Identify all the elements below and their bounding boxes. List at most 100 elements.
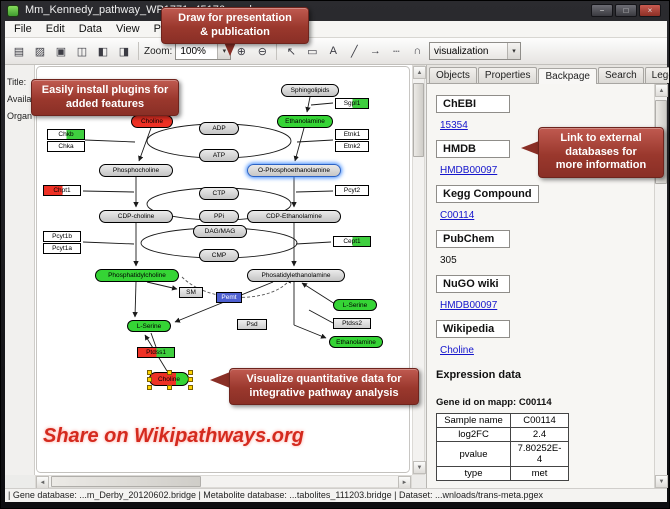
open-folder-icon[interactable]: ▨ [34,45,46,58]
selection-handle[interactable] [167,385,172,390]
node-chka[interactable]: Chka [47,141,85,152]
backpage-value-nugo-wiki[interactable]: HMDB00097 [440,300,498,311]
node-choline[interactable]: Choline [147,370,193,390]
node-l-serine[interactable]: L-Serine [127,320,171,332]
menu-edit[interactable]: Edit [45,23,65,35]
selection-handle[interactable] [188,385,193,390]
export-icon[interactable]: ◫ [76,45,88,58]
visualization-dropdown-arrow-icon[interactable]: ▾ [507,43,520,59]
node-psd[interactable]: Psd [237,319,267,330]
node-etnk1[interactable]: Etnk1 [335,129,369,140]
tab-backpage[interactable]: Backpage [538,68,597,84]
paste-icon[interactable]: ◨ [118,45,130,58]
node-chpt1[interactable]: Chpt1 [43,185,81,196]
node-ptdss1[interactable]: Ptdss1 [137,347,175,358]
scroll-down-icon[interactable]: ▼ [655,475,668,488]
node-ctp[interactable]: CTP [199,187,239,200]
gene-id-line: Gene id on mapp: C00114 [436,397,552,408]
node-cdp-choline[interactable]: CDP-choline [99,210,173,223]
status-bar: | Gene database: ...m_Derby_20120602.bri… [5,488,667,502]
node-sphingolipids[interactable]: Sphingolipids [281,84,339,97]
selection-handle[interactable] [188,370,193,375]
node-cept1[interactable]: Cept1 [333,236,371,247]
tab-legend[interactable]: Legend [644,67,669,83]
node-etnk2[interactable]: Etnk2 [335,141,369,152]
tab-properties[interactable]: Properties [477,67,538,83]
label-tool-icon[interactable]: A [329,45,338,57]
pointer-tool-icon[interactable]: ↖ [286,45,296,58]
vertical-scroll-track[interactable] [413,79,424,461]
expression-table-cell: log2FC [436,427,511,442]
scroll-up-icon[interactable]: ▲ [655,84,668,97]
close-button[interactable]: × [639,4,661,17]
node-dag-mag[interactable]: DAG/MAG [193,225,247,238]
canvas-horizontal-scrollbar[interactable]: ◄ ► [35,475,412,489]
node-l-serine[interactable]: L-Serine [333,299,377,311]
selection-handle[interactable] [147,377,152,382]
menu-view[interactable]: View [115,23,140,35]
title-bar[interactable]: Mm_Kennedy_pathway_WP1771_45176.gpml − □… [1,1,669,21]
node-atp[interactable]: ATP [199,149,239,162]
backpage-value-hmdb[interactable]: HMDB00097 [440,165,498,176]
copy-icon[interactable]: ◧ [97,45,109,58]
node-pcyt1b[interactable]: Pcyt1b [43,231,81,242]
expression-table-cell: C00114 [510,413,569,428]
selection-handle[interactable] [147,370,152,375]
menu-file[interactable]: File [14,23,32,35]
maximize-button[interactable]: □ [615,4,637,17]
scroll-down-icon[interactable]: ▼ [413,461,426,474]
callout-draw-presentation: Draw for presentation& publication [161,7,309,44]
node-sgpl1[interactable]: Sgpl1 [335,98,369,109]
app-icon [7,5,19,17]
zoom-out-icon[interactable]: ⊖ [257,45,267,58]
datanode-tool-icon[interactable]: ▭ [307,45,318,58]
zoom-in-icon[interactable]: ⊕ [236,45,246,58]
node-sm[interactable]: SM [179,287,203,298]
arc-tool-icon[interactable]: ∩ [413,45,422,57]
node-ethanolamine[interactable]: Ethanolamine [329,336,383,348]
node-cmp[interactable]: CMP [199,249,239,262]
selection-handle[interactable] [167,370,172,375]
node-pcyt2[interactable]: Pcyt2 [335,185,369,196]
node-pcyt1a[interactable]: Pcyt1a [43,243,81,254]
visualization-select[interactable]: visualization ▾ [429,42,521,60]
node-phosphatidylcholine[interactable]: Phosphatidylcholine [95,269,179,282]
horizontal-scroll-track[interactable] [49,476,398,487]
node-choline[interactable]: Choline [131,115,173,128]
save-icon[interactable]: ▣ [55,45,67,58]
backpage-header-wikipedia: Wikipedia [436,320,510,338]
backpage-value-chebi[interactable]: 15354 [440,120,468,131]
canvas-vertical-scrollbar[interactable]: ▲ ▼ [412,65,426,475]
toolbar-separator [276,42,278,60]
node-chkb[interactable]: Chkb [47,129,85,140]
selection-handle[interactable] [188,377,193,382]
node-ptdss2[interactable]: Ptdss2 [333,318,371,329]
backpage-value-wikipedia[interactable]: Choline [440,345,474,356]
selection-handle[interactable] [147,385,152,390]
horizontal-scroll-thumb[interactable] [51,476,201,487]
node-phosatidylethanolamine[interactable]: Phosatidylethanolamine [247,269,345,282]
vertical-scroll-thumb[interactable] [413,83,424,157]
dashed-line-tool-icon[interactable]: ┄ [393,45,400,58]
node-ethanolamine[interactable]: Ethanolamine [277,115,333,128]
node-cdp-ethanolamine[interactable]: CDP-Ethanolamine [247,210,341,223]
expression-table-cell: type [436,466,511,481]
new-file-icon[interactable]: ▤ [13,45,25,58]
tab-objects[interactable]: Objects [429,67,477,83]
node-o-phosphoethanolamine[interactable]: O-Phosphoethanolamine [247,164,341,177]
node-phosphocholine[interactable]: Phosphocholine [99,164,173,177]
line-tool-icon[interactable]: ╱ [351,45,358,58]
callout-line: more information [555,159,647,171]
arrow-tool-icon[interactable]: → [369,45,381,57]
scroll-up-icon[interactable]: ▲ [413,66,426,79]
minimize-button[interactable]: − [591,4,613,17]
menu-data[interactable]: Data [78,23,102,35]
node-adp[interactable]: ADP [199,122,239,135]
tab-search[interactable]: Search [597,67,644,83]
node-pemt[interactable]: Pemt [216,292,242,303]
backpage-value-kegg-compound[interactable]: C00114 [440,210,475,221]
node-ppi[interactable]: PPi [199,210,239,223]
